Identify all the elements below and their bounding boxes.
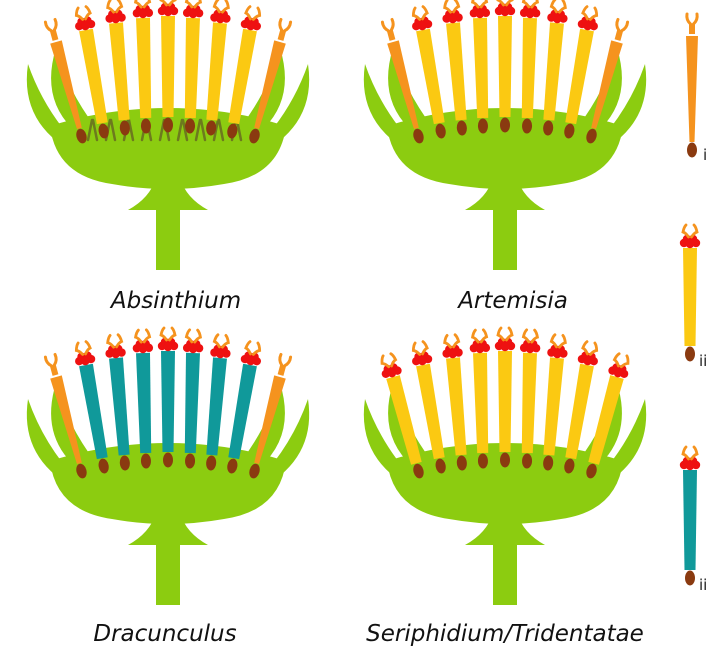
caption-dracunculus: Dracunculus [93,621,236,647]
caption-absinthium: Absinthium [109,288,241,314]
floret-key [680,14,700,586]
flower-head-absinthium [27,0,309,270]
flower-head-artemisia [364,0,646,270]
caption-seriphidium-tridentatae: Seriphidium/Tridentatae [366,621,644,647]
key-label-i: i [703,146,707,164]
caption-artemisia: Artemisia [456,288,568,314]
flower-head-seriphidium-tridentatae [364,328,646,605]
flower-head-dracunculus [27,328,309,605]
key-label-ii-teal: ii [699,576,707,594]
key-label-ii-yellow: ii [699,352,707,370]
key-floret-teal [680,447,700,586]
key-floret-orange [686,14,698,158]
key-floret-yellow [680,225,700,362]
